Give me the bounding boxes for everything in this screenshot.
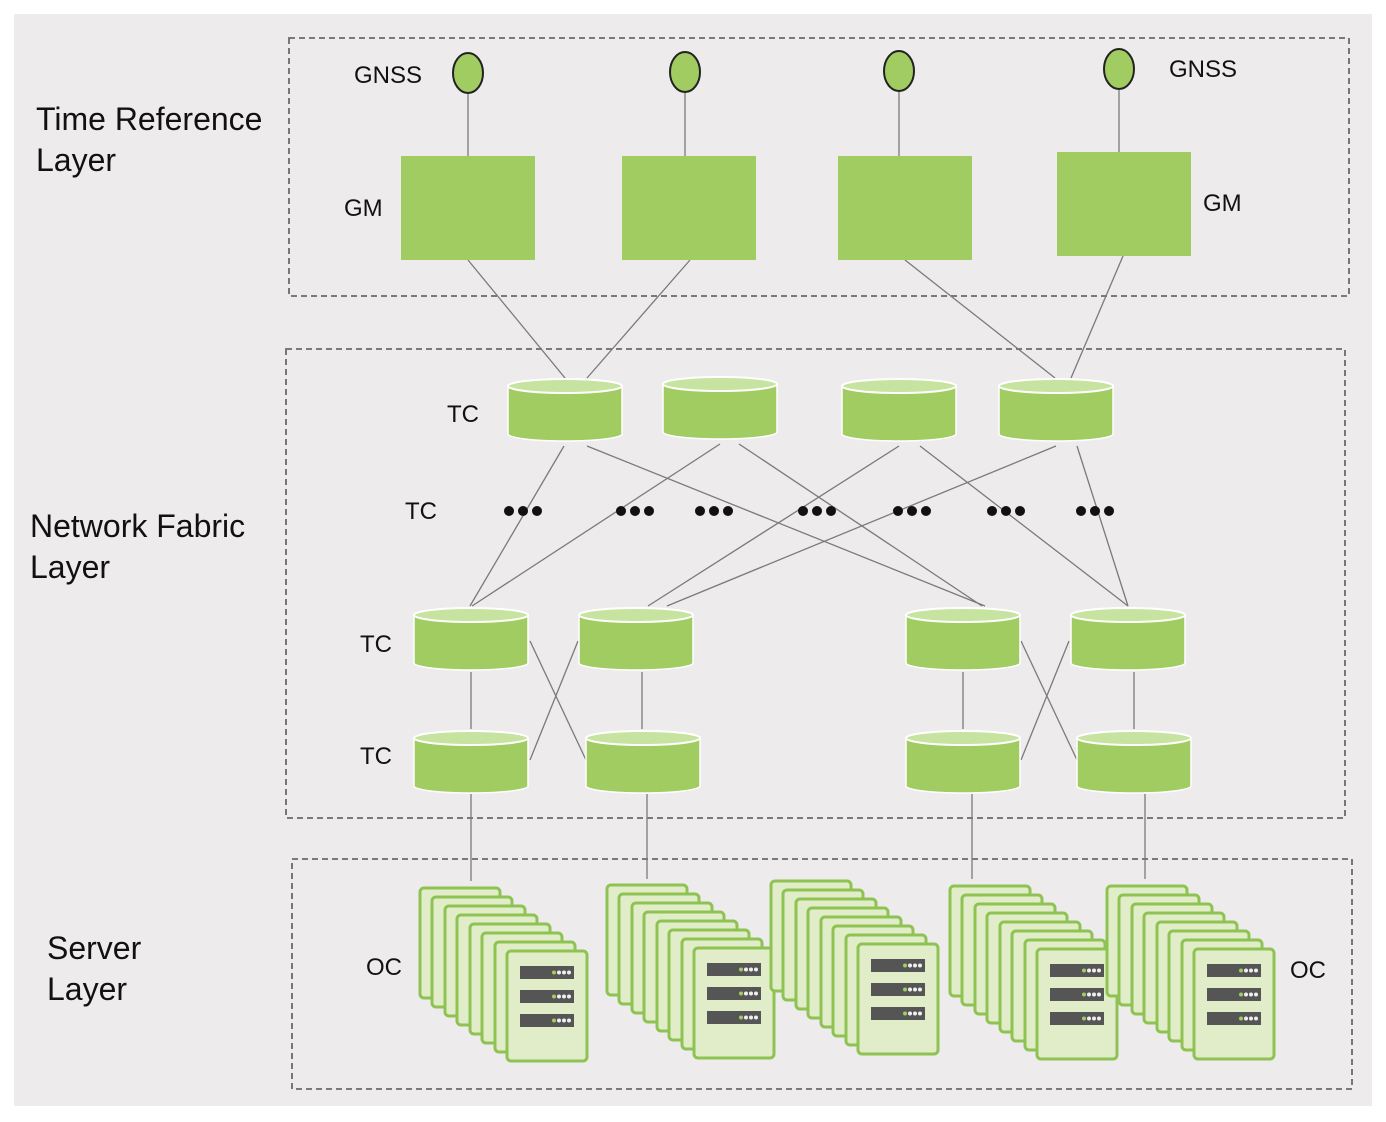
gnss-label-left: GNSS [354,62,423,89]
time-reference-layer-box [288,37,1350,297]
tc-switch-icon [905,607,1021,671]
tc-label-tier2: TC [405,498,437,525]
grandmaster-box [1057,152,1191,256]
server-rack-icon [1107,886,1274,1059]
gnss-antenna-icon [669,51,701,93]
tc-switch-icon [905,730,1021,794]
network-fabric-layer-title: Network Fabric Layer [30,508,246,585]
tc-switch-icon [507,378,623,442]
oc-label-left: OC [366,954,402,981]
tc-switch-icon [662,376,778,440]
server-layer-box [291,858,1353,1090]
gnss-antenna-icon [452,52,484,94]
gm-label-right: GM [1203,190,1242,217]
tc-switches-tier4 [413,730,1192,794]
tc-switch-icon [1070,607,1186,671]
gm-label-left: GM [344,195,383,222]
server-rack-icon [950,886,1117,1059]
tc-switch-icon [578,607,694,671]
tc-switch-icon [413,607,529,671]
tc-switch-icon [585,730,701,794]
grandmaster-box [838,156,972,260]
grandmaster-box [401,156,535,260]
tc-switches-tier3 [413,607,1186,671]
server-racks [420,881,1274,1061]
time-reference-layer-title: Time Reference Layer [36,101,263,178]
server-rack-icon [771,881,938,1054]
tc-switch-icon [998,378,1114,442]
network-fabric-layer-box [285,348,1346,819]
gnss-label-right: GNSS [1169,56,1238,83]
grandmaster-box [622,156,756,260]
gnss-antenna-icon [883,50,915,92]
tc-label-tier4: TC [360,743,392,770]
tc-switches-tier1 [507,376,1114,442]
server-rack-icon [607,885,774,1058]
tc-label-tier3: TC [360,631,392,658]
grandmaster-clocks [401,152,1191,260]
server-layer-title: Server Layer [47,930,142,1007]
tc-switch-icon [413,730,529,794]
gnss-antennas [452,48,1135,94]
tc-label-tier1: TC [447,401,479,428]
gnss-antenna-icon [1103,48,1135,90]
ellipsis-dots [504,506,1114,516]
tc-switch-icon [841,378,957,442]
tc-switch-icon [1076,730,1192,794]
oc-label-right: OC [1290,957,1326,984]
server-rack-icon [420,888,587,1061]
link-lines [467,89,1146,881]
